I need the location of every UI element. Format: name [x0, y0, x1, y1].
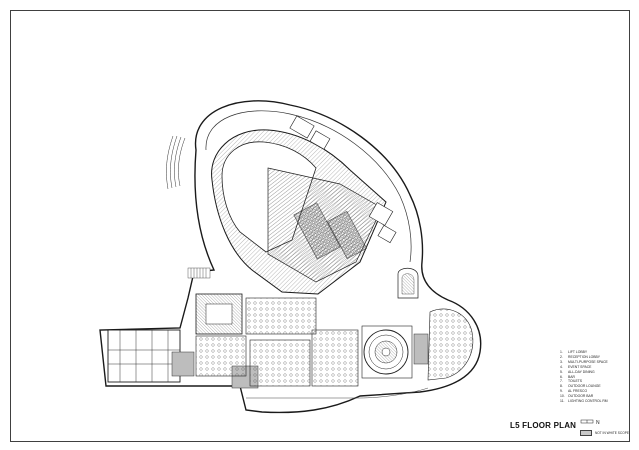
event-space	[311, 329, 359, 387]
legend-item: 5.ALL-DAY DINING	[560, 369, 595, 374]
rotunda	[363, 329, 409, 375]
drawing-title: L5 FLOOR PLAN	[510, 421, 577, 430]
legend-item: 3.MULTI-PURPOSE SPACE	[560, 359, 608, 364]
stair-west	[187, 267, 211, 279]
scope-key: NOT IN WHITE SCOPE	[580, 430, 629, 436]
legend-item: 7.TOILETS	[560, 379, 583, 384]
legend-item: 9.AL FRESCO	[560, 389, 588, 394]
all-day-dining	[249, 339, 311, 387]
scope-note: NOT IN WHITE SCOPE	[595, 431, 629, 435]
legend-item: 4.EVENT SPACE	[560, 364, 592, 369]
legend-item: 1.LIFT LOBBY	[560, 350, 588, 354]
sheet-border	[10, 10, 630, 442]
scope-swatch	[580, 430, 592, 436]
legend-item: 10.OUTDOOR BAR	[560, 394, 594, 399]
west-wing-rooms	[108, 330, 180, 382]
legend-item: 2.RECEPTION LOBBY	[560, 354, 601, 359]
scale-bar	[580, 419, 594, 424]
south-terrace-edge	[246, 387, 429, 399]
legend-item: 8.OUTDOOR LOUNGE	[560, 384, 601, 389]
north-arrow-icon: N	[596, 420, 600, 426]
shaded-core-east	[413, 333, 429, 365]
bar-area	[195, 335, 247, 377]
legend-item: 11.LIGHTING CONTROL RM	[560, 399, 608, 404]
shaded-core-west	[171, 351, 195, 377]
outdoor-lounge	[427, 308, 474, 381]
terrace-steps	[166, 135, 186, 190]
roof-ring	[205, 110, 412, 263]
back-of-house-rooms	[289, 115, 397, 244]
seat-block-b	[327, 210, 367, 260]
reception-lobby	[245, 297, 317, 335]
seat-block-a	[293, 202, 341, 260]
west-wing	[107, 329, 181, 383]
legend-item: 6.BAR	[560, 374, 575, 379]
room-legend: 1.LIFT LOBBY 2.RECEPTION LOBBY 3.MULTI-P…	[560, 350, 635, 404]
